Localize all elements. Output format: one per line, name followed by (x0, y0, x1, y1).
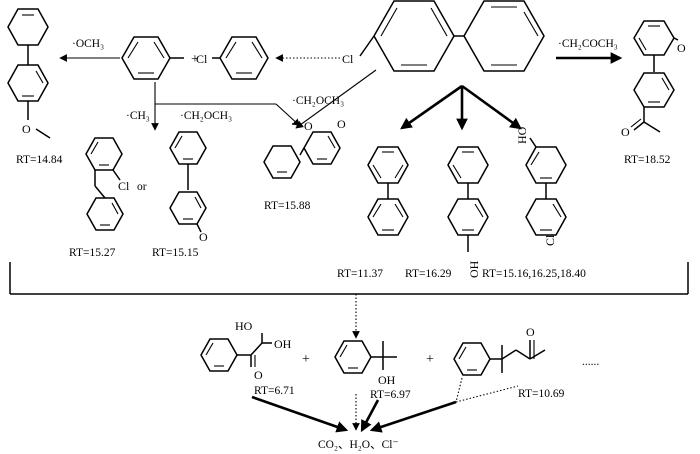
radical-ch2och3: ·CH₂OCH₃ (180, 110, 232, 122)
rt-methoxybiphenyl: RT=14.84 (16, 154, 63, 166)
arrow-to-mineralization (369, 400, 457, 433)
rt-methoxy-phenyl-phenol: RT=15.88 (264, 200, 311, 212)
plus-sign: + (302, 352, 310, 367)
ellipsis: ...... (582, 356, 599, 368)
radical-ch2och3: ·CH₂OCH₃ (292, 95, 344, 107)
start-chlorobiphenyl: Cl (342, 0, 545, 72)
oxygen-label: O (304, 119, 313, 133)
plus-sign: + (191, 52, 199, 67)
or-label: or (137, 181, 147, 193)
hydroxyl-label: HO (235, 319, 253, 333)
dotted-link (455, 385, 519, 403)
oxygen-label: O (621, 125, 630, 139)
phenylpropanol: OH (334, 340, 397, 387)
rt-methylphenylpentanone: RT=10.69 (518, 388, 565, 400)
oxygen-label: O (677, 41, 686, 55)
methylphenylpentanone: O (453, 325, 546, 376)
oxygen-label: O (526, 325, 535, 339)
arrow-to-biphenyl (400, 84, 463, 130)
rt-phenylphenol: RT=16.29 (405, 268, 452, 280)
collection-bracket (9, 262, 689, 295)
dihydroxy-acetophenone: O HO OH (200, 319, 292, 382)
arrow-ch2och3 (295, 69, 377, 129)
chlorophenylphenol: HO Cl (515, 126, 567, 246)
arrow-to-chlorophenylphenol (461, 84, 522, 130)
radical-ch3: ·CH₃ (126, 110, 150, 122)
oxygen-label: O (254, 368, 263, 382)
chlorine-label: Cl (342, 52, 354, 66)
radical-och3: ·OCH₃ (72, 38, 104, 50)
benzyl-chlorobenzene: Cl (85, 137, 130, 231)
methoxybiphenyl: O (7, 8, 51, 139)
oxygen-label: O (22, 122, 31, 136)
rt-dihydroxy-acetophenone: RT=6.71 (254, 385, 295, 397)
arrow-to-ether (275, 103, 301, 127)
chlorine-label: Cl (543, 234, 557, 246)
oxygen-label: O (199, 230, 208, 244)
phenylphenol: OH (447, 146, 489, 278)
radical-ch2coch3: ·CH₂COCH₃ (558, 38, 618, 50)
methoxy-phenyl-phenol: O O (263, 117, 346, 179)
biphenyl (367, 146, 409, 236)
benzylphenol: O (169, 131, 208, 244)
chlorine-label: Cl (118, 179, 130, 193)
rt-chlorophenylphenol: RT=15.16,16.25,18.40 (482, 268, 586, 280)
plus-sign: + (426, 352, 434, 367)
oxygen-label: O (337, 117, 346, 131)
chlorobenzene: Cl (196, 36, 269, 80)
chlorine-label: Cl (196, 52, 208, 66)
rt-benzyl-chlorobenzene: RT=15.27 (69, 247, 116, 259)
rt-acetyl-hydroxybiphenyl: RT=18.52 (624, 154, 671, 166)
acetyl-hydroxybiphenyl: O O (621, 20, 686, 139)
toluene (121, 36, 184, 80)
final-products: CO₂、H₂O、Cl⁻ (318, 439, 399, 451)
rt-biphenyl: RT=11.37 (337, 268, 383, 280)
hydroxyl-label: HO (515, 126, 529, 144)
hydroxyl-label: OH (274, 337, 292, 351)
arrow-to-mineralization (360, 399, 380, 433)
hydroxyl-label: OH (467, 260, 481, 278)
dotted-link (455, 377, 463, 403)
rt-benzylphenol: RT=15.15 (152, 247, 199, 259)
hydroxyl-label: OH (378, 373, 396, 387)
rt-phenylpropanol: RT=6.97 (370, 389, 411, 401)
arrow-to-mineralization (251, 395, 349, 433)
